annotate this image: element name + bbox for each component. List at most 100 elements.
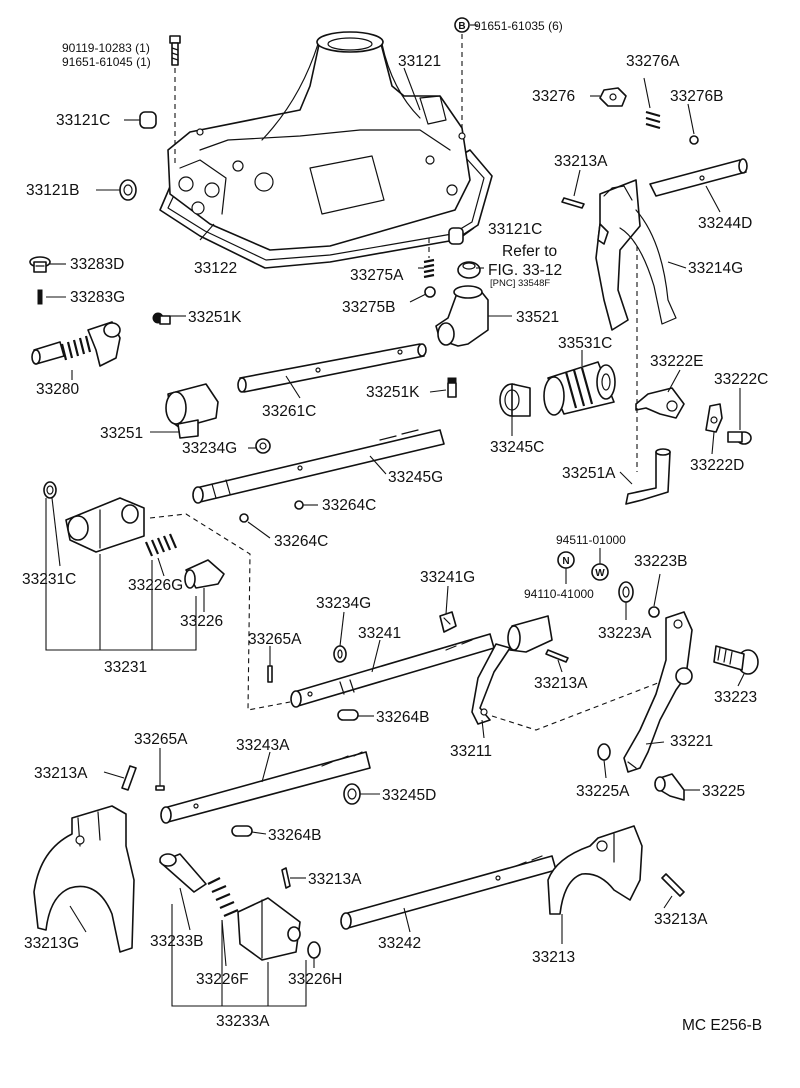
ring-33245d [343,783,361,805]
label-33244d: 33244D [698,215,752,232]
spring-33226f [207,877,239,918]
label-33121c-lower: 33121C [488,221,542,238]
label-33231: 33231 [104,659,147,676]
bolt-33251k-upper [152,312,171,325]
label-33225a: 33225A [576,783,630,800]
label-33233b: 33233B [150,933,203,950]
label-33223a: 33223A [598,625,652,642]
bracket-33233a [171,904,307,1007]
washer-33121b [119,179,137,201]
label-33211: 33211 [450,743,492,760]
shift-fork-33213 [547,825,643,915]
washer-33223a [618,581,634,603]
reference-refer-to: Refer to [502,243,557,260]
ring-33234g-lower [333,645,347,663]
pin-33213a-mid [545,649,569,663]
spring-33276a [645,110,661,130]
pin-33213a-low [281,867,291,889]
shaft-33261c [237,343,427,393]
pin-33283g [37,289,43,305]
label-33264c-b: 33264C [274,533,328,550]
label-33245c: 33245C [490,439,544,456]
label-33251a: 33251A [562,465,616,482]
reference-part-33548f [457,261,481,279]
sleeve-33531c [543,361,616,416]
shaft-33244d [649,158,748,197]
label-94511-01000: 94511-01000 [556,533,626,547]
label-91651-61045: 91651-61045 (1) [62,55,151,69]
label-33245d: 33245D [382,787,436,804]
bolt-90119 [169,35,181,66]
ball-33264c-b [239,513,249,523]
lever-33211 [471,615,553,725]
label-33264b-upper: 33264B [376,709,429,726]
label-33121c-upper: 33121C [56,112,110,129]
label-33264c-a: 33264C [322,497,376,514]
washer-symbol-w: W [591,563,609,581]
lever-33251a [625,448,671,505]
bushing-33245c [499,383,531,417]
pin-33265a-upper [267,665,273,683]
label-33251k-lower: 33251K [366,384,420,401]
spring-33226g [144,533,178,557]
bolt-33223 [713,645,759,675]
label-33213a-right: 33213A [654,911,708,928]
label-33276a: 33276A [626,53,680,70]
label-33275a: 33275A [350,267,404,284]
label-33276: 33276 [532,88,575,105]
label-33222e: 33222E [650,353,703,370]
part-labels: 90119-10283 (1) 91651-61045 (1) 91651-61… [22,19,768,1034]
label-33283d: 33283D [70,256,124,273]
label-33223: 33223 [714,689,757,706]
plug-33121c-upper [139,111,157,129]
leader-lines [46,24,745,968]
spring-33275a [423,238,435,279]
pin-33213a-top [561,197,585,209]
clip-33241g [439,611,457,633]
label-33213: 33213 [532,949,575,966]
label-33243a: 33243A [236,737,290,754]
shaft-33241 [290,633,495,708]
label-33226g: 33226G [128,577,183,594]
plug-33225 [654,773,685,801]
label-33283g: 33283G [70,289,125,306]
label-33251: 33251 [100,425,143,442]
select-lever-33280 [31,321,121,367]
label-33213a-left: 33213A [34,765,88,782]
plug-33264b-lower [231,825,253,837]
shaft-33242 [340,855,557,930]
bolt-symbol-b: B [458,21,465,32]
label-33242: 33242 [378,935,421,952]
shift-fork-33214g [595,179,677,331]
case-cover-33121 [159,31,493,269]
reference-pnc: [PNC] 33548F [490,278,550,289]
label-33531c: 33531C [558,335,612,352]
bolt-33251k-lower [447,377,457,398]
label-33222c: 33222C [714,371,768,388]
ring-33223b [648,606,660,618]
label-33226f: 33226F [196,971,249,988]
shift-fork-33213g [33,805,135,953]
label-33222d: 33222D [690,457,744,474]
ring-33226h [307,941,321,959]
label-33213a-low: 33213A [308,871,362,888]
label-94110-41000: 94110-41000 [524,587,594,601]
lever-33222d [705,403,723,433]
block-33521 [435,285,489,347]
label-33121b: 33121B [26,182,79,199]
label-90119: 90119-10283 (1) [62,41,150,55]
label-33226h: 33226H [288,971,342,988]
block-33233a [237,897,301,961]
ball-33264c-a [294,500,304,510]
label-33280: 33280 [36,381,79,398]
label-33241g: 33241G [420,569,475,586]
label-33223b: 33223B [634,553,687,570]
collar-33251 [165,383,219,439]
label-33276b: 33276B [670,88,723,105]
plug-33264b-upper [337,709,359,721]
label-33213a-mid: 33213A [534,675,588,692]
label-33213a-top: 33213A [554,153,608,170]
label-91651-61035: 91651-61035 (6) [474,19,563,33]
label-33121: 33121 [398,53,441,70]
